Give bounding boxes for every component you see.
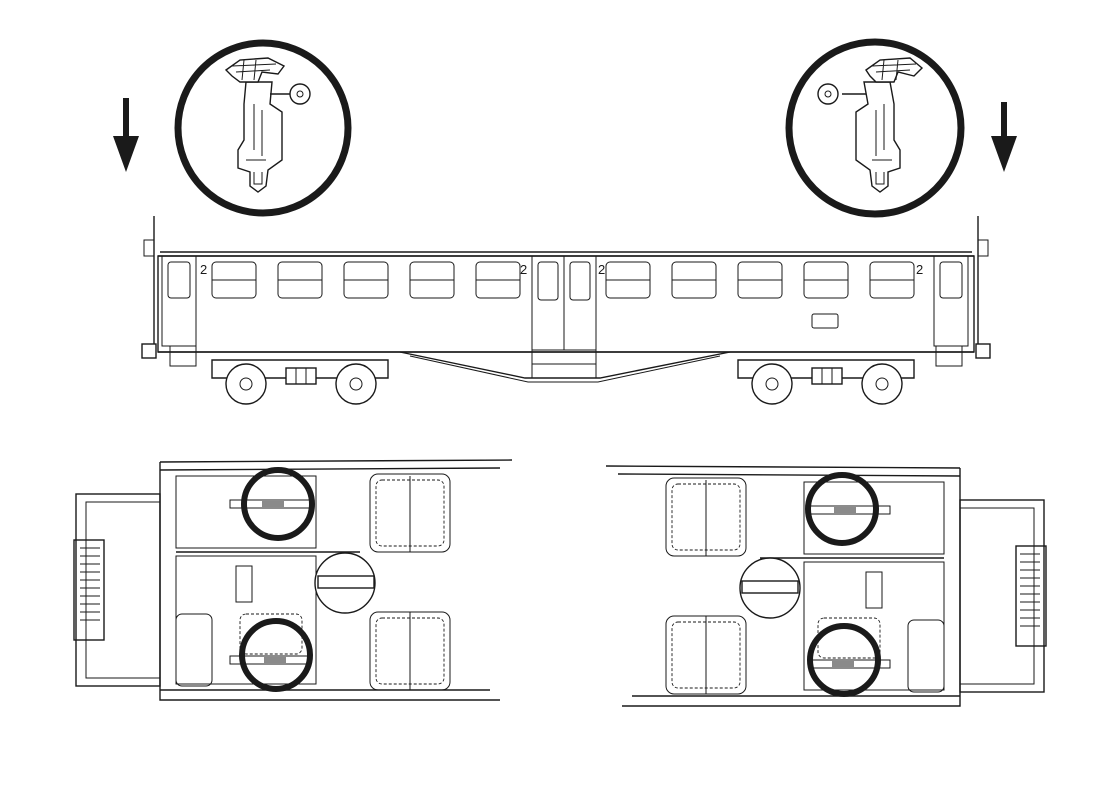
windows-right xyxy=(606,262,914,298)
class-mark-4: 2 xyxy=(916,262,923,277)
coupler-detail-icon-right xyxy=(789,42,961,214)
bogie-left xyxy=(212,360,388,404)
latch-bar-upper-left xyxy=(262,501,284,507)
windows-left xyxy=(212,262,520,298)
latch-bar-lower-right xyxy=(832,661,854,667)
underside-view-left xyxy=(74,460,512,700)
latch-bar-lower-left xyxy=(264,657,286,663)
bogie-right xyxy=(738,360,914,404)
latch-bar-upper-right xyxy=(834,507,856,513)
class-mark-1: 2 xyxy=(200,262,207,277)
underside-view-right xyxy=(606,466,1046,706)
coupler-detail-icon-left xyxy=(178,43,348,213)
arrow-down-icon-left xyxy=(113,98,139,172)
railcar-side-view: 2 2 2 2 xyxy=(142,216,990,404)
highlight-circle-icon-lower-left xyxy=(242,621,310,689)
arrow-down-icon-right xyxy=(991,102,1017,172)
class-mark-3: 2 xyxy=(598,262,605,277)
class-mark-2: 2 xyxy=(520,262,527,277)
